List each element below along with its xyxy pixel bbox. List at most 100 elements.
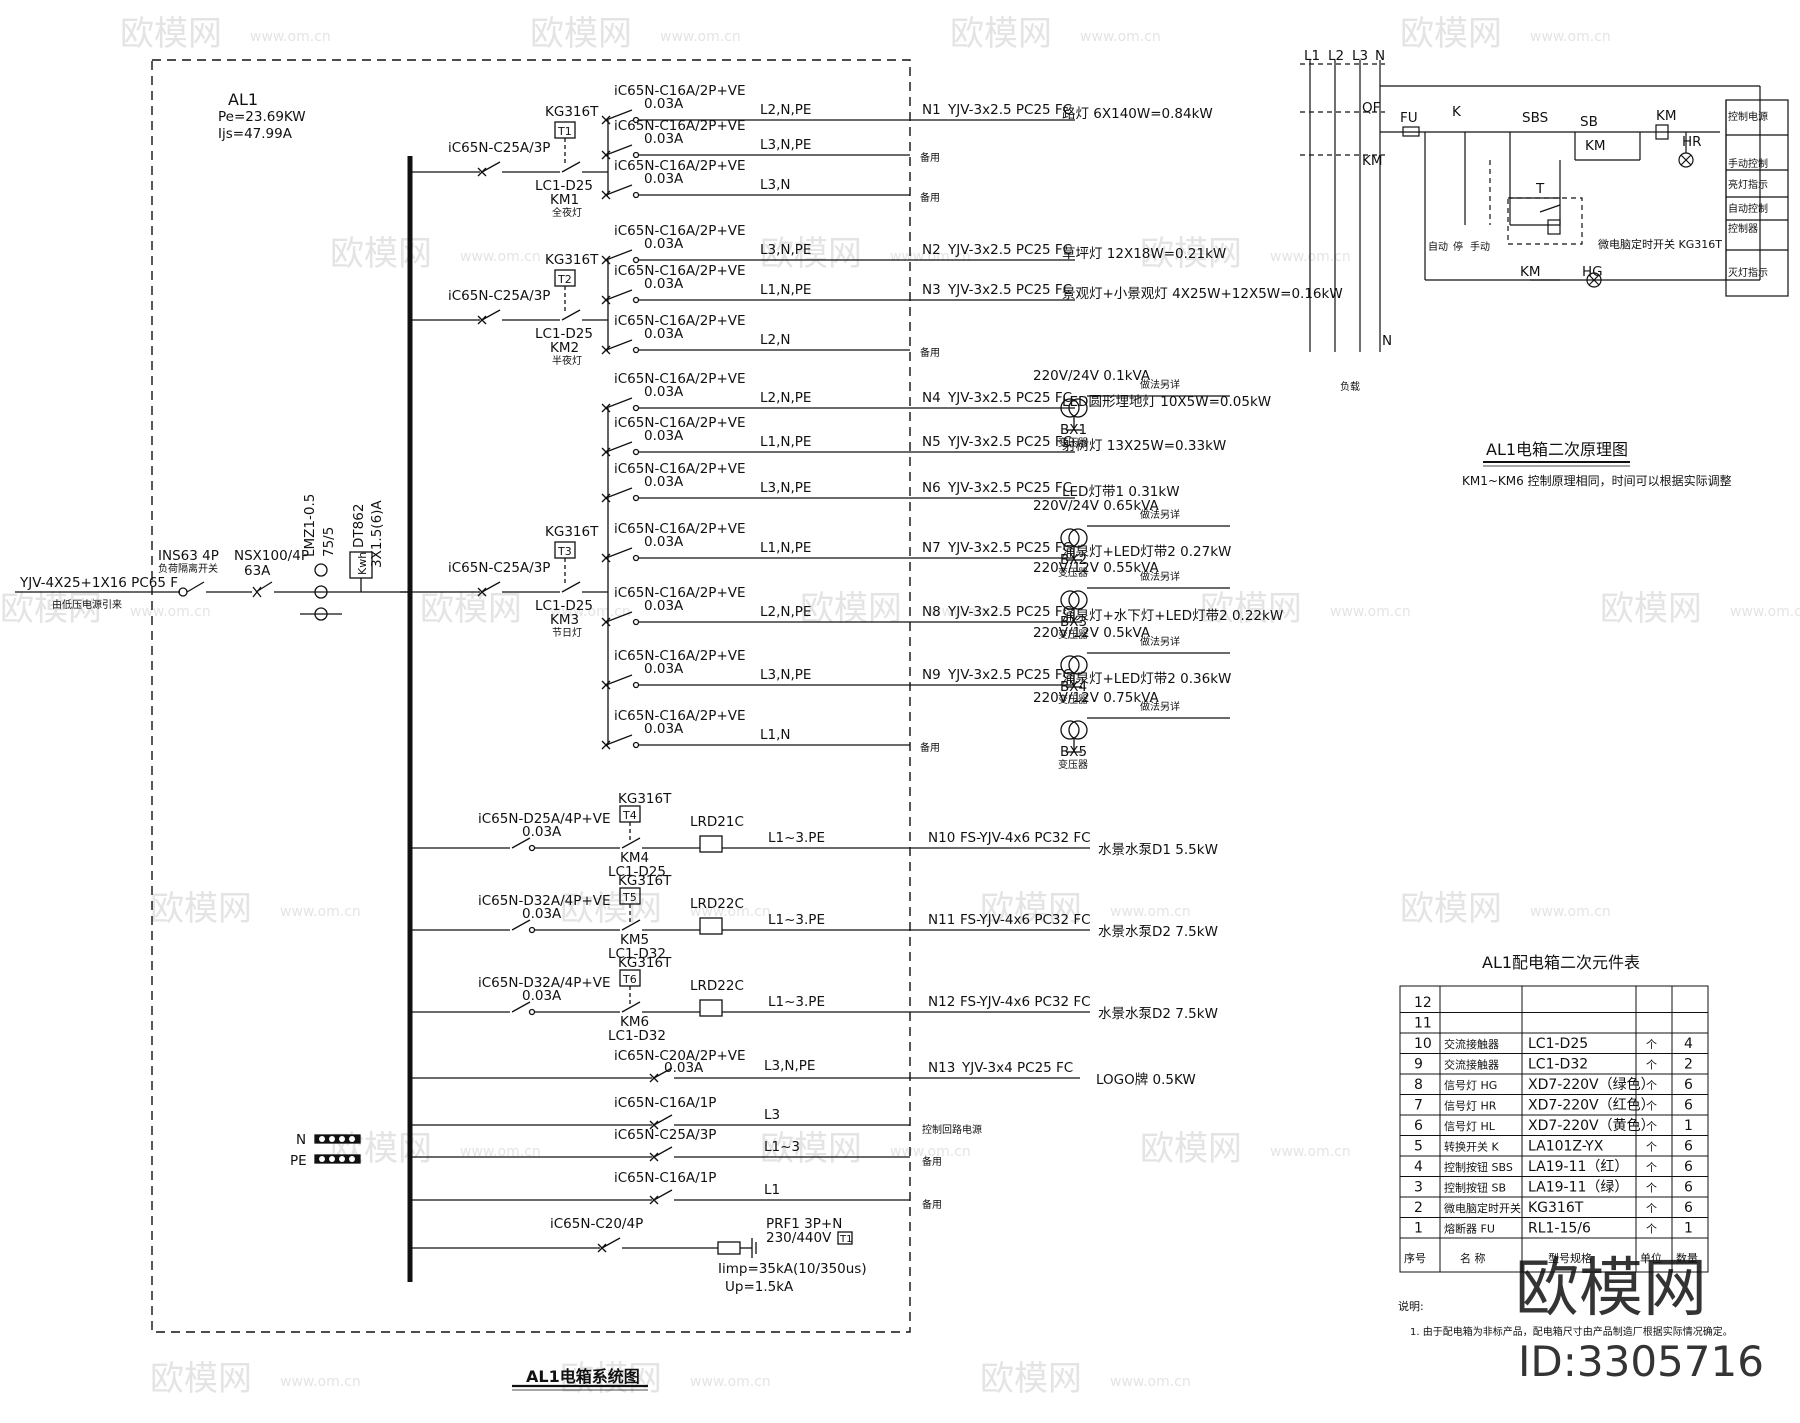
branch-breaker: iC65N-C16A/2P+VE xyxy=(614,708,746,724)
branch-load: 涌泉灯+水下灯+LED灯带2 0.22kW xyxy=(1062,607,1283,624)
table-cell-qty: 6 xyxy=(1684,1200,1693,1216)
other-breaker: iC65N-C16A/1P xyxy=(614,1170,716,1186)
branch-phase: L2,N,PE xyxy=(760,390,811,406)
rcd-contact-icon xyxy=(632,741,640,749)
table-cell-no: 7 xyxy=(1414,1098,1423,1114)
pump-load: 水景水泵D2 7.5kW xyxy=(1098,1006,1218,1022)
branch-cable: YJV-3x2.5 PC25 FC xyxy=(947,434,1072,450)
table-cell-unit: 个 xyxy=(1646,1141,1657,1154)
watermark-site-text: www.om.cn xyxy=(280,1374,361,1390)
transformer-note: 做法另详 xyxy=(1140,635,1180,648)
pump-load: 水景水泵D2 7.5kW xyxy=(1098,924,1218,940)
branch-number: N8 xyxy=(922,604,941,620)
branch-phase: L2,N xyxy=(760,332,791,348)
legend-0: 控制电源 xyxy=(1728,110,1768,123)
transformer-spec: 220V/24V 0.1kVA xyxy=(1033,368,1151,384)
branch-rcd: 0.03A xyxy=(644,474,684,490)
branch-rcd: 0.03A xyxy=(644,131,684,147)
branch-load: 景观灯+小景观灯 4X25W+12X5W=0.16kW xyxy=(1062,286,1343,302)
pump-cable: FS-YJV-4x6 PC32 FC xyxy=(960,830,1091,846)
branch-load: 备用 xyxy=(920,151,940,164)
hg-label: HG xyxy=(1582,264,1603,280)
watermark-brand-text: 欧模网 xyxy=(760,1129,862,1169)
pump-contactor: LC1-D25 xyxy=(608,864,666,880)
branch-cable: YJV-3x2.5 PC25 FC xyxy=(947,480,1072,496)
breaker-label: NSX100/4P xyxy=(234,548,309,564)
spd-voltage: 230/440V xyxy=(766,1230,832,1246)
spd-up: Up=1.5kA xyxy=(725,1279,794,1295)
watermark-site-text: www.om.cn xyxy=(1270,1144,1351,1160)
branch-breaker: iC65N-C16A/2P+VE xyxy=(614,648,746,664)
watermark-brand: 欧模网 xyxy=(1515,1252,1707,1326)
legend-4: 控制器 xyxy=(1728,222,1758,235)
transformer-note: 做法另详 xyxy=(1140,700,1180,713)
thermal-relay-icon xyxy=(699,917,723,935)
pe-label: PE xyxy=(290,1153,307,1169)
control-schematic xyxy=(1300,60,1789,467)
rcd-contact-icon xyxy=(632,554,640,562)
watermark-brand-text: 欧模网 xyxy=(800,589,902,629)
hr-label: HR xyxy=(1682,134,1702,150)
k-label: K xyxy=(1452,104,1462,120)
pump-relay: LRD22C xyxy=(690,978,744,994)
n-label: N xyxy=(296,1132,306,1148)
watermark-site-text: www.om.cn xyxy=(460,1144,541,1160)
watermark-site-text: www.om.cn xyxy=(1080,29,1161,45)
table-header-unit: 单位 xyxy=(1640,1251,1662,1265)
isolator-blade xyxy=(186,581,205,593)
pump-timer-tag: T5 xyxy=(622,891,637,904)
system-labels: AL1 Pe=23.69KW Ijs=47.99A YJV-4X25+1X16 … xyxy=(19,90,640,1386)
phase-n: N xyxy=(1375,48,1385,64)
pump-rcd: 0.03A xyxy=(522,988,562,1004)
other-load: 备用 xyxy=(922,1155,942,1168)
branch-phase: L3,N,PE xyxy=(760,667,811,683)
branch-rcd: 0.03A xyxy=(644,534,684,550)
branch-number: N2 xyxy=(922,242,941,258)
control-labels: L1 L2 L3 N QF KM FU K SBS SB KM KM HR T … xyxy=(1304,48,1768,488)
group-contactor: LC1-D25 xyxy=(535,326,593,342)
transformer-icon xyxy=(1060,720,1080,740)
branch-breaker: iC65N-C16A/2P+VE xyxy=(614,263,746,279)
sbs-label: SBS xyxy=(1522,110,1548,126)
other-rcd: 0.03A xyxy=(664,1060,704,1076)
branch-rcd: 0.03A xyxy=(644,598,684,614)
table-cell-qty: 1 xyxy=(1684,1118,1693,1134)
km-aux-label: KM xyxy=(1585,138,1606,154)
transformer-icon xyxy=(1060,655,1080,675)
branch-cable: YJV-3x2.5 PC25 FC xyxy=(947,282,1072,298)
table-cell-no: 12 xyxy=(1414,995,1432,1011)
branch-phase: L1,N xyxy=(760,727,791,743)
watermark-brand-text: 欧模网 xyxy=(950,14,1052,54)
table-cell-name: 信号灯 HL xyxy=(1444,1120,1496,1133)
km-coil-icon xyxy=(1655,124,1669,140)
branch-phase: L1,N,PE xyxy=(760,540,811,556)
branch-phase: L2,N,PE xyxy=(760,604,811,620)
branch-breaker: iC65N-C16A/2P+VE xyxy=(614,415,746,431)
table-cell-unit: 个 xyxy=(1646,1079,1657,1092)
group-timer: KG316T xyxy=(545,104,599,120)
transformer-note: 做法另详 xyxy=(1140,508,1180,521)
legend-3: 自动控制 xyxy=(1728,202,1768,215)
pump-phase: L1~3.PE xyxy=(768,830,825,846)
control-legend-box xyxy=(1725,99,1789,297)
table-cell-model: LC1-D25 xyxy=(1528,1036,1588,1052)
meter-spec: 3X1.5(6)A xyxy=(369,500,385,568)
table-cell-no: 4 xyxy=(1414,1159,1423,1175)
watermark-site-text: www.om.cn xyxy=(250,29,331,45)
transformer-name: BX1 xyxy=(1060,422,1087,438)
branch-cable: YJV-3x2.5 PC25 FC xyxy=(947,242,1072,258)
rcd-contact-icon xyxy=(632,494,640,502)
branch-cable: YJV-3x2.5 PC25 FC xyxy=(947,540,1072,556)
isolator-note: 负荷隔离开关 xyxy=(158,562,218,575)
pump-breaker: iC65N-D32A/4P+VE xyxy=(478,975,611,991)
meter-label: DT862 xyxy=(351,504,367,548)
other-breaker: iC65N-C20A/2P+VE xyxy=(614,1048,746,1064)
branch-rcd: 0.03A xyxy=(644,236,684,252)
watermark-brand-text: 欧模网 xyxy=(560,1359,662,1399)
table-note: 1. 由于配电箱为非标产品，配电箱尺寸由产品制造厂根据实际情况确定。 xyxy=(1410,1325,1733,1338)
watermark-brand-text: 欧模网 xyxy=(560,889,662,929)
table-cell-name: 信号灯 HG xyxy=(1444,1079,1497,1092)
system-title: AL1电箱系统图 xyxy=(526,1367,640,1386)
table-cell-qty: 6 xyxy=(1684,1098,1693,1114)
table-cell-model: LC1-D32 xyxy=(1528,1057,1588,1073)
